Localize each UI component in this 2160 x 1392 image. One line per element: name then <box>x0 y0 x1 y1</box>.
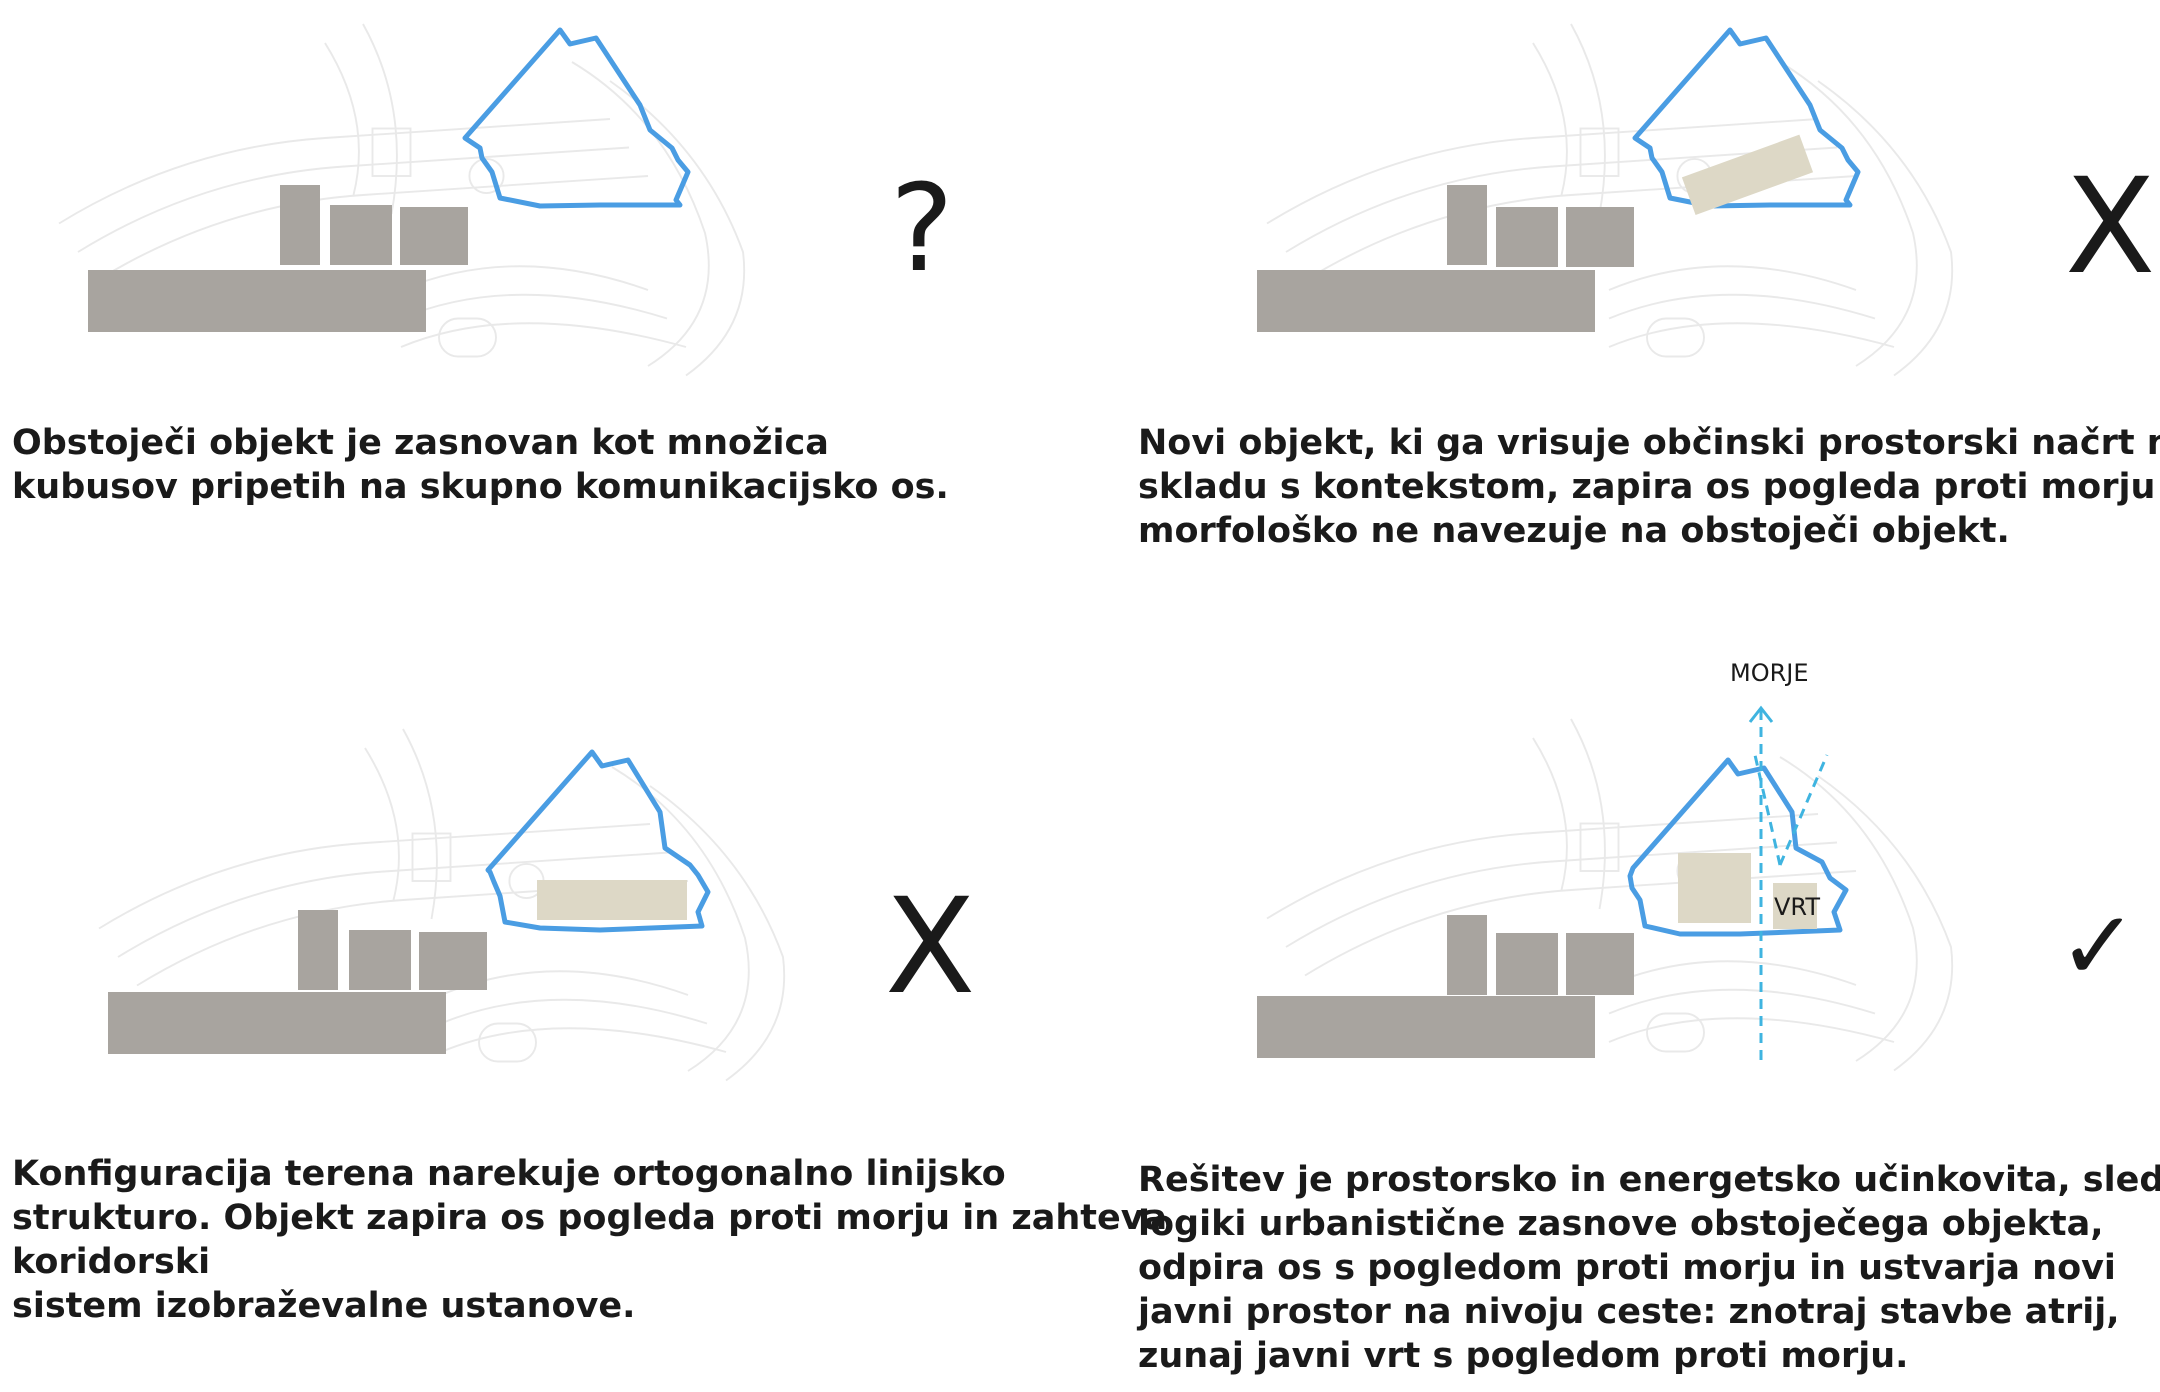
caption-line: Rešitev je prostorsko in energetsko učin… <box>1138 1160 2160 1200</box>
new-block-linear <box>537 880 687 920</box>
view-cone-right <box>1778 754 1829 866</box>
panel-municipal-plan: X Novi objekt, ki ga vrisuje občinski pr… <box>1080 0 2160 551</box>
diagram-existing <box>58 23 746 377</box>
panel-existing: ? Obstoječi objekt je zasnovan kot množi… <box>0 0 1080 520</box>
view-cone-left <box>1753 754 1782 866</box>
caption-orthogonal: Konfiguracija terena narekuje ortogonaln… <box>12 1152 1167 1328</box>
verdict-check-mark: ✓ <box>2058 890 2139 1002</box>
caption-line: logiki urbanistične zasnove obstoječega … <box>1138 1204 2104 1244</box>
existing-block-tall <box>1447 185 1487 265</box>
existing-block-cube-2 <box>1566 933 1634 995</box>
existing-block-cube-1 <box>1496 933 1558 995</box>
caption-existing: Obstoječi objekt je zasnovan kot množica… <box>12 421 949 509</box>
verdict-question-mark: ? <box>890 160 954 299</box>
panel-solution: MORJE VRT ✓ Rešitev je prostorsko in ene… <box>1080 650 2160 1392</box>
existing-block-cube-2 <box>1566 207 1634 267</box>
panel-orthogonal: X Konfiguracija terena narekuje ortogona… <box>0 700 1167 1360</box>
verdict-x-mark: X <box>885 870 976 1024</box>
caption-line: odpira os s pogledom proti morju in ustv… <box>1138 1248 2116 1288</box>
site-outline <box>1632 27 1861 209</box>
caption-line: kubusov pripetih na skupno komunikacijsk… <box>12 467 949 507</box>
caption-solution: Rešitev je prostorsko in energetsko učin… <box>1138 1158 2160 1378</box>
existing-block-long <box>88 270 426 332</box>
new-block-atrium <box>1678 853 1751 923</box>
caption-line: sistem izobraževalne ustanove. <box>12 1286 636 1326</box>
caption-municipal-plan: Novi objekt, ki ga vrisuje občinski pros… <box>1138 421 2160 553</box>
existing-block-tall <box>280 185 320 265</box>
diagram-orthogonal <box>98 728 786 1082</box>
existing-block-tall <box>1447 915 1487 995</box>
caption-line: morfološko ne navezuje na obstoječi obje… <box>1138 511 2010 551</box>
sea-label: MORJE <box>1730 659 1809 687</box>
caption-line: skladu s kontekstom, zapira os pogleda p… <box>1138 467 2160 507</box>
caption-line: Obstoječi objekt je zasnovan kot množica <box>12 423 829 463</box>
existing-block-cube-2 <box>419 932 487 990</box>
existing-block-tall <box>298 910 338 990</box>
caption-line: strukturo. Objekt zapira os pogleda prot… <box>12 1198 1168 1238</box>
caption-line: zunaj javni vrt s pogledom proti morju. <box>1138 1336 1909 1376</box>
existing-block-long <box>108 992 446 1054</box>
existing-block-long <box>1257 996 1595 1058</box>
existing-block-cube-2 <box>400 207 468 265</box>
existing-block-cube-1 <box>330 205 392 265</box>
verdict-x-mark: X <box>2065 150 2156 304</box>
caption-line: koridorski <box>12 1242 211 1282</box>
site-outline <box>462 27 691 209</box>
caption-line: Konfiguracija terena narekuje ortogonaln… <box>12 1154 1006 1194</box>
diagram-solution: MORJE VRT <box>1257 659 1954 1072</box>
garden-area <box>1773 883 1817 929</box>
caption-line: Novi objekt, ki ga vrisuje občinski pros… <box>1138 423 2160 463</box>
garden-label: VRT <box>1774 893 1820 921</box>
existing-block-long <box>1257 270 1595 332</box>
new-block-rotated <box>1681 134 1814 215</box>
caption-line: javni prostor na nivoju ceste: znotraj s… <box>1138 1292 2120 1332</box>
existing-block-cube-1 <box>349 930 411 990</box>
diagram-municipal-plan <box>1257 23 1954 377</box>
existing-block-cube-1 <box>1496 207 1558 267</box>
view-axis-arrowhead <box>1748 705 1774 723</box>
site-outline <box>485 749 711 933</box>
